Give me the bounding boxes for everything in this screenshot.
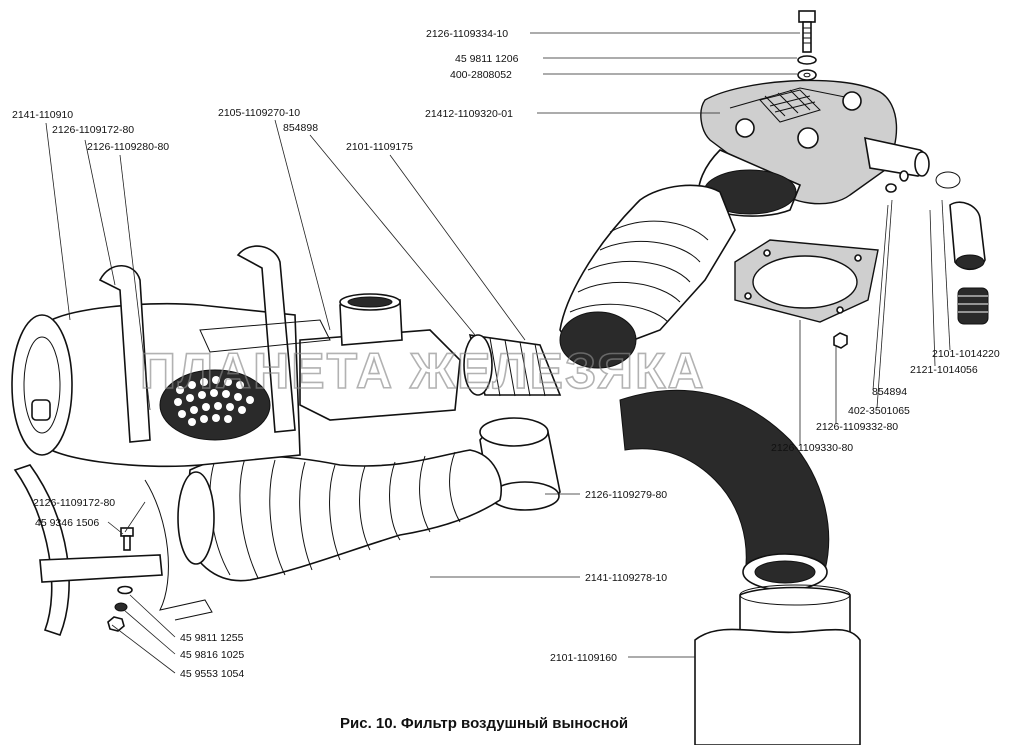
filter-outlet-body [199,293,461,421]
curved-pipe-part [619,389,830,591]
part-label: 45 9816 1025 [180,649,244,661]
part-label: 2126-1109334-10 [426,28,508,40]
part-label: 2126-1109172-80 [33,497,115,509]
part-label: 45 9346 1506 [35,517,99,529]
lower-bracket-part [13,464,213,636]
bolt-part [798,10,816,53]
watermark: ПЛАНЕТА ЖЕЛЕЗЯКА [140,343,706,399]
part-label: 21412-1109320-01 [425,108,513,120]
nut-part [833,332,848,349]
bolt-lower-part [120,527,134,551]
plug-part [885,170,909,193]
part-label: 400-2808052 [450,69,512,81]
part-label: 45 9811 1206 [455,53,519,65]
part-label: 2101-1109160 [550,652,617,664]
leader-lines [45,32,951,674]
part-label: 2101-1014220 [932,348,1000,360]
part-label: 854898 [283,122,318,134]
part-label: 2105-1109270-10 [218,107,300,119]
upper-corrugated-hose [559,184,736,369]
part-label: 2126-1109332-80 [816,421,898,433]
clamp-part [935,171,961,189]
part-label: 2141-110910 [12,109,73,121]
part-label: 2126-1109280-80 [87,141,169,153]
air-intake-housing [698,79,930,217]
air-filter-housing [11,302,301,468]
lower-corrugated-hose [177,449,502,582]
gasket-part [734,239,879,323]
small-filter-part [957,287,989,325]
connector-hose-part [463,334,562,397]
part-label: 45 9553 1054 [180,668,244,680]
part-label: 2121-1014056 [910,364,978,376]
small-hose-part [949,201,986,271]
part-label: 402-3501065 [848,405,910,417]
part-label: 2126-1109330-80 [771,442,853,454]
part-label: 2126-1109172-80 [52,124,134,136]
part-label: 2126-1109279-80 [585,489,667,501]
part-label: 45 9811 1255 [180,632,244,644]
part-label: 2101-1109175 [346,141,413,153]
part-label: 2141-1109278-10 [585,572,667,584]
strap-part [98,245,296,443]
part-label: 854894 [872,386,907,398]
figure-caption: Рис. 10. Фильтр воздушный выносной [340,715,628,732]
outlet-sleeve-part [694,584,861,745]
washer-part [797,55,817,81]
washer-lower-part [107,585,133,632]
